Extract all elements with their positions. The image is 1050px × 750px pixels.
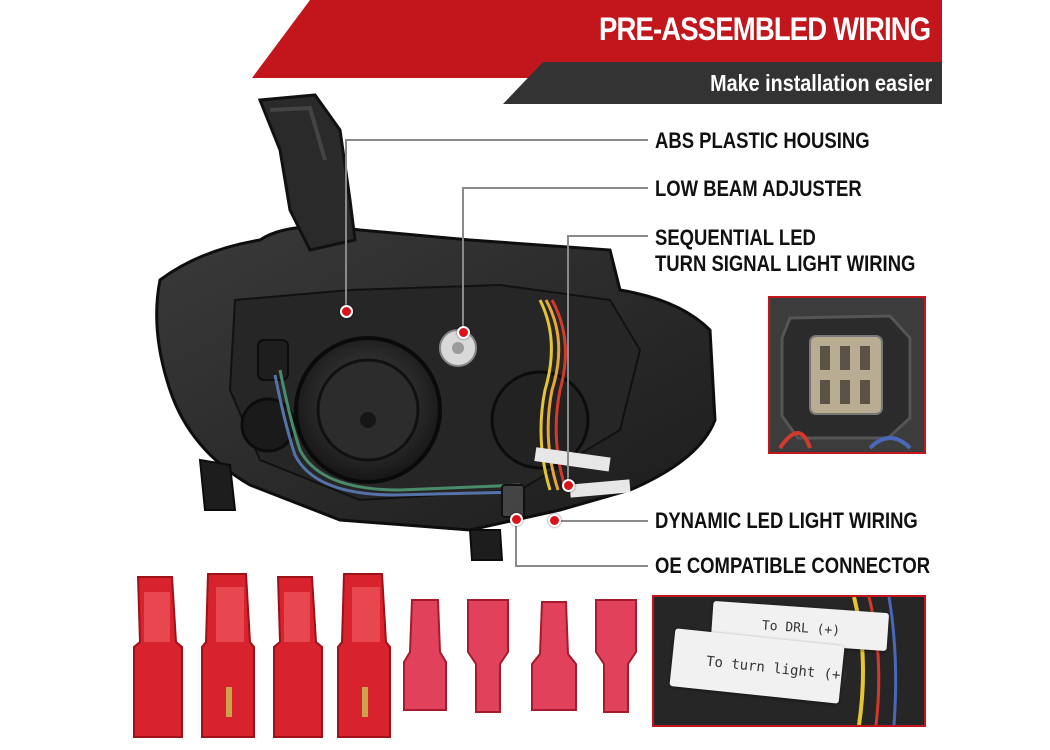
connector-closeup-drawing: [770, 298, 924, 452]
callout-dynamic-led-wiring: DYNAMIC LED LIGHT WIRING: [655, 508, 918, 533]
t-tap-connector: [133, 576, 183, 738]
banner-subtitle: Make installation easier: [709, 70, 932, 96]
callout-low-beam-adjuster: LOW BEAM ADJUSTER: [655, 176, 862, 201]
wiring-tags-closeup: To DRL (+) To turn light (+): [652, 595, 926, 727]
callout-sequential-led-line1: SEQUENTIAL LED: [655, 225, 816, 250]
t-tap-connector: [201, 573, 255, 738]
callout-abs-housing: ABS PLASTIC HOUSING: [655, 128, 870, 153]
callout-dot-abs: [340, 305, 353, 318]
spade-connector: [403, 599, 447, 711]
t-tap-connector: [337, 573, 391, 738]
subheader-banner: Make installation easier: [503, 62, 942, 104]
callout-dot-dynamic: [548, 514, 561, 527]
callout-dot-low-beam: [457, 326, 470, 339]
t-tap-connector: [273, 576, 323, 738]
callout-oe-connector: OE COMPATIBLE CONNECTOR: [655, 553, 931, 578]
spade-connector: [531, 601, 577, 711]
headlight-housing-image: [155, 93, 717, 561]
wire-connectors-image: [133, 573, 637, 738]
callout-dot-oe: [510, 513, 523, 526]
connector-closeup-image: [768, 296, 926, 454]
spade-connector: [595, 599, 637, 713]
callout-sequential-led-line2: TURN SIGNAL LIGHT WIRING: [655, 251, 916, 276]
callout-dot-seq-led: [562, 479, 575, 492]
banner-title: PRE-ASSEMBLED WIRING: [598, 11, 931, 47]
spade-connector: [467, 599, 509, 713]
